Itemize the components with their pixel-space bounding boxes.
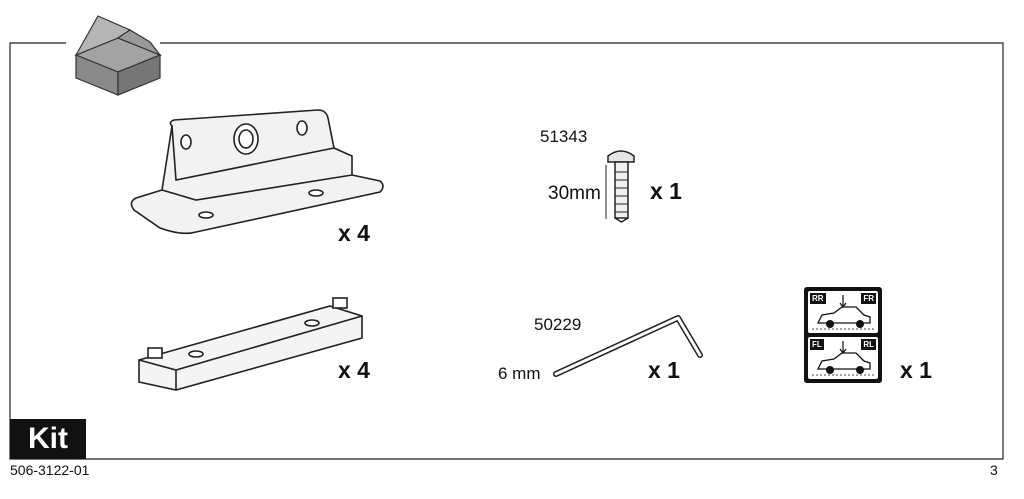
pad-quantity: x 4 [338, 357, 370, 383]
kit-badge: Kit [10, 419, 86, 459]
bolt-part-number: 51343 [540, 127, 588, 146]
tag-front-right: FR [861, 293, 876, 304]
sticker-quantity: x 1 [900, 357, 932, 383]
car-icon [812, 341, 874, 376]
allen-key-part-number: 50229 [534, 315, 582, 334]
allen-key-size: 6 mm [498, 364, 541, 383]
bracket-quantity: x 4 [338, 220, 370, 246]
car-icon [812, 295, 874, 330]
tag-front-left: FL [810, 339, 824, 350]
open-box-icon [74, 15, 162, 96]
tag-rear-left: RL [861, 339, 876, 350]
page-number: 3 [990, 462, 998, 478]
position-sticker-icon: RR FR FL RL [804, 287, 882, 383]
document-number: 506-3122-01 [10, 462, 90, 478]
bolt-length: 30mm [548, 183, 601, 204]
mounting-bracket-icon [130, 109, 384, 235]
tag-rear-right: RR [810, 293, 826, 304]
bolt-quantity: x 1 [650, 178, 682, 204]
allen-key-quantity: x 1 [648, 357, 680, 383]
bolt-icon [605, 150, 635, 223]
rubber-pad-icon [138, 297, 363, 391]
